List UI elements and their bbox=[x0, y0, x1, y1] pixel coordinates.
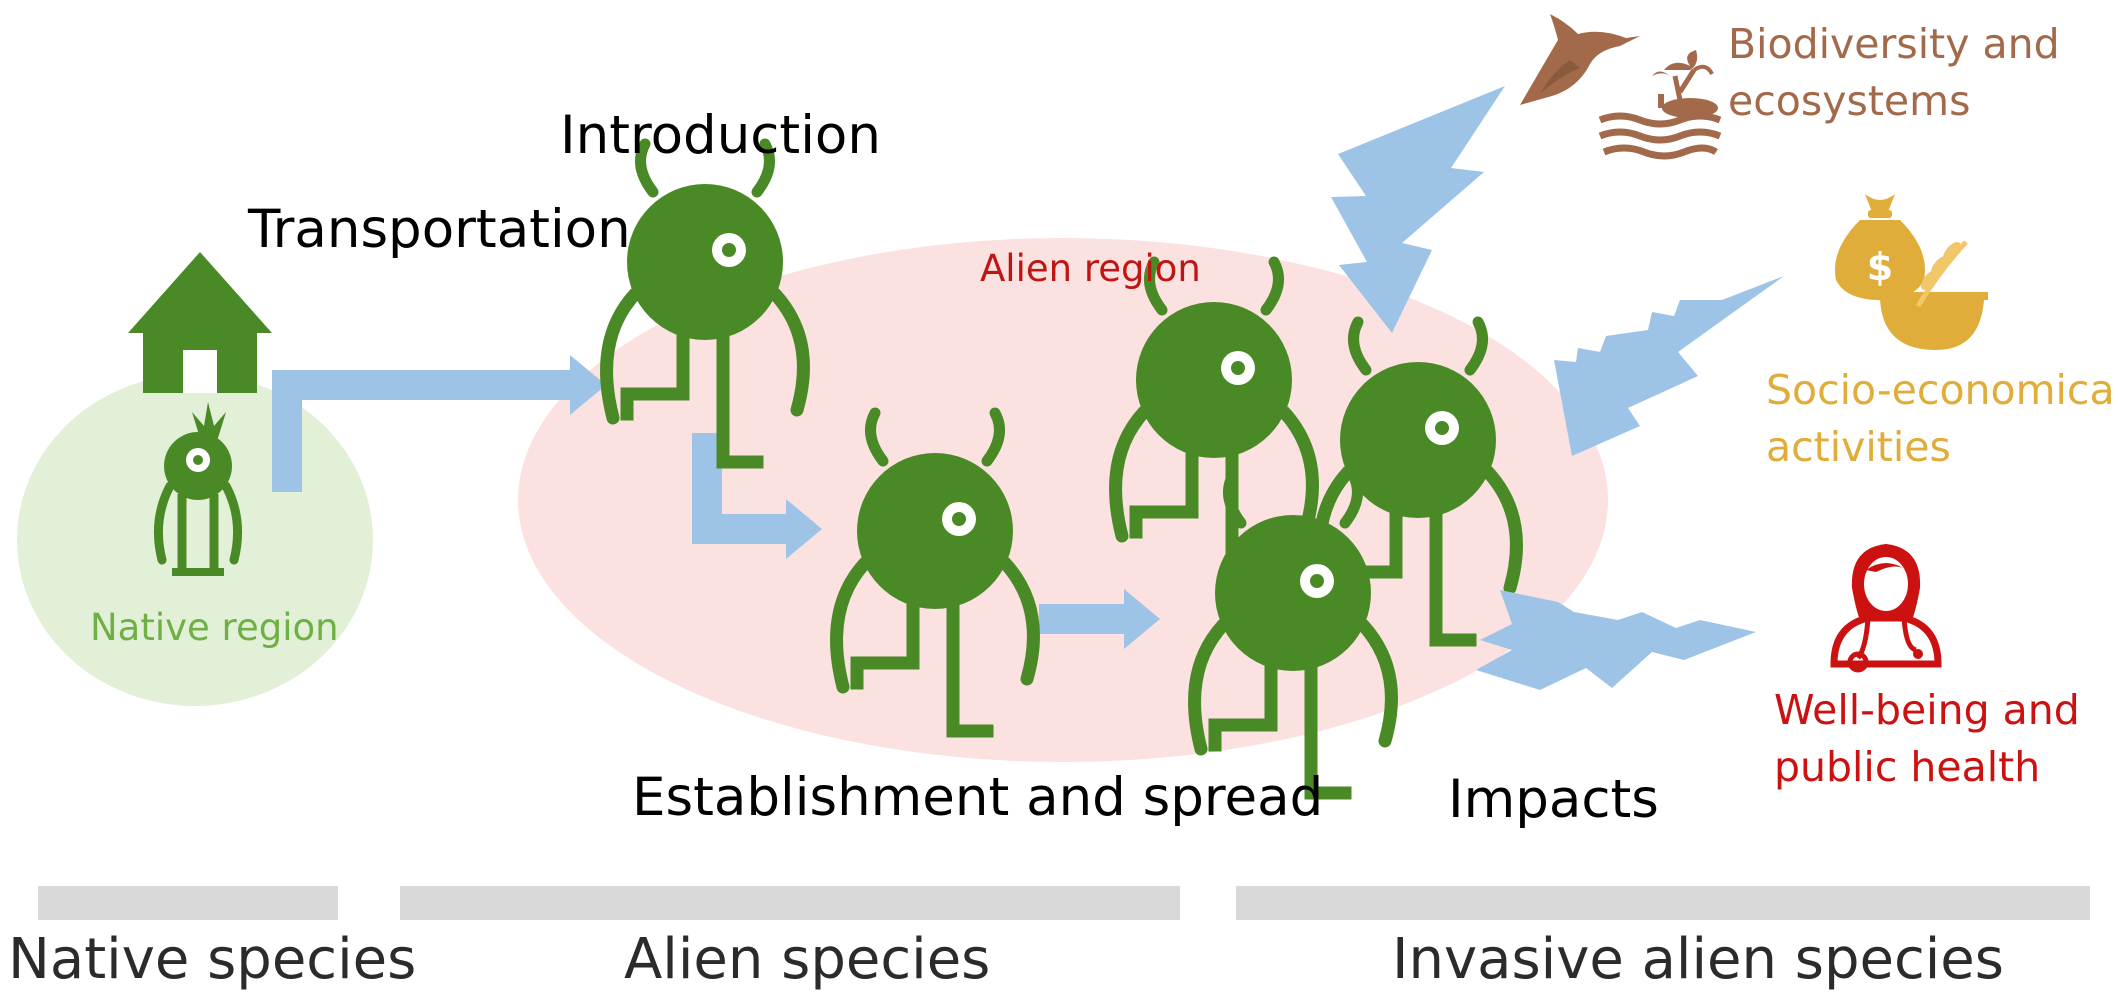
home-icon bbox=[128, 252, 272, 393]
money-bag-grain-icon: $ bbox=[1835, 194, 1988, 350]
impact-health-line2: public health bbox=[1774, 739, 2080, 796]
alien-region-label: Alien region bbox=[980, 248, 1201, 291]
establishment-label: Establishment and spread bbox=[632, 768, 1323, 829]
transportation-label: Transportation bbox=[248, 200, 631, 261]
alien-species-bar bbox=[400, 886, 1180, 920]
alien-species-label: Alien species bbox=[624, 928, 990, 992]
impact-biodiversity-line1: Biodiversity and bbox=[1728, 16, 2060, 73]
impact-socioeconomic-line1: Socio-economical bbox=[1766, 362, 2118, 419]
native-region-label: Native region bbox=[90, 607, 339, 650]
invasive-species-bar bbox=[1236, 886, 2090, 920]
svg-text:$: $ bbox=[1867, 245, 1893, 289]
impact-bolt-socioeconomic bbox=[1554, 276, 1784, 456]
introduction-label: Introduction bbox=[560, 106, 881, 167]
impact-health-line1: Well-being and bbox=[1774, 682, 2080, 739]
impact-biodiversity-label: Biodiversity and ecosystems bbox=[1728, 16, 2060, 131]
hummingbird-island-icon bbox=[1520, 14, 1720, 156]
native-species-label: Native species bbox=[8, 928, 416, 992]
invasive-species-label: Invasive alien species bbox=[1392, 928, 2004, 992]
doctor-icon bbox=[1834, 544, 1938, 670]
impact-biodiversity-line2: ecosystems bbox=[1728, 73, 2060, 130]
impacts-label: Impacts bbox=[1448, 770, 1659, 831]
impact-socioeconomic-label: Socio-economical activities bbox=[1766, 362, 2118, 477]
impact-health-label: Well-being and public health bbox=[1774, 682, 2080, 797]
impact-bolt-health bbox=[1476, 590, 1756, 690]
impact-socioeconomic-line2: activities bbox=[1766, 419, 2118, 476]
native-species-bar bbox=[38, 886, 338, 920]
native-region-area bbox=[17, 374, 373, 706]
